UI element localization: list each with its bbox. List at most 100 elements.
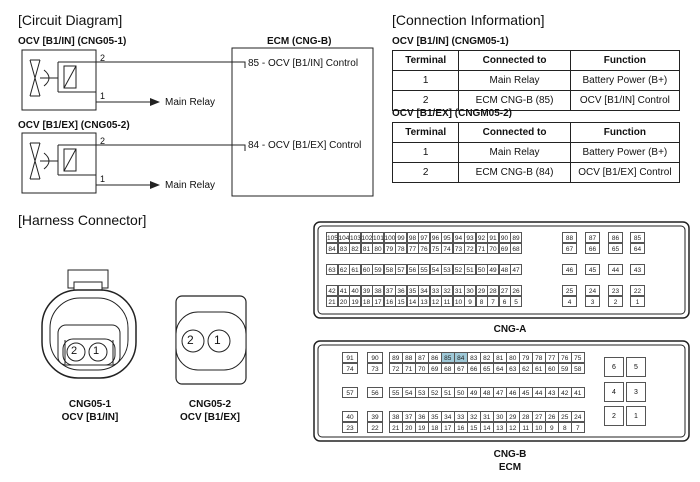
connector-pin-57: 57 xyxy=(342,387,358,398)
connector-pin-80: 80 xyxy=(372,243,384,254)
connector-pin-61: 61 xyxy=(349,264,361,275)
connector-pin-59: 59 xyxy=(558,363,572,374)
connector-pin-53: 53 xyxy=(415,387,429,398)
table-header: Connected to xyxy=(458,122,571,143)
connector-pin-56: 56 xyxy=(406,264,419,275)
circuit-title: [Circuit Diagram] xyxy=(18,12,123,28)
connector-pin-22: 22 xyxy=(630,285,645,296)
connector-pin-1: 1 xyxy=(630,296,645,307)
connector-pin-63: 63 xyxy=(326,264,338,275)
connector-pin-12: 12 xyxy=(429,296,442,307)
connector-pin-54: 54 xyxy=(402,387,416,398)
connector-pin-79: 79 xyxy=(519,352,533,363)
connector-pin-62: 62 xyxy=(519,363,533,374)
table-cell: 2 xyxy=(391,162,460,183)
cng-b-sub: ECM xyxy=(498,462,522,473)
connector-pin-25: 25 xyxy=(558,411,572,422)
connector-pin-73: 73 xyxy=(367,363,383,374)
cng-b-label: CNG-B xyxy=(493,449,527,460)
connector-pin-36: 36 xyxy=(415,411,429,422)
connector-pin-30: 30 xyxy=(493,411,507,422)
connector-pin-13: 13 xyxy=(418,296,430,307)
connector-pin-14: 14 xyxy=(406,296,419,307)
connector-pin-39: 39 xyxy=(360,285,373,296)
connector-pin-31: 31 xyxy=(452,285,465,296)
connector-pin-3: 3 xyxy=(626,382,646,402)
connector-pin-70: 70 xyxy=(487,243,499,254)
connector-pin-12: 12 xyxy=(506,422,520,433)
connector-pin-66: 66 xyxy=(467,363,481,374)
connector-pin-100: 100 xyxy=(383,232,396,243)
cng05-2-name: CNG05-2 xyxy=(188,399,232,410)
cng05-1-pin-1: 1 xyxy=(93,345,100,357)
connector-pin-29: 29 xyxy=(475,285,488,296)
connector-pin-91: 91 xyxy=(342,352,358,363)
connector-pin-47: 47 xyxy=(493,387,507,398)
connector-pin-70: 70 xyxy=(415,363,429,374)
ecm-label: ECM (CNG-B) xyxy=(267,36,332,47)
connector-pin-42: 42 xyxy=(326,285,338,296)
connector-pin-4: 4 xyxy=(604,382,624,402)
connector-pin-103: 103 xyxy=(349,232,361,243)
connector-pin-95: 95 xyxy=(441,232,453,243)
connector-pin-68: 68 xyxy=(441,363,455,374)
connector-pin-9: 9 xyxy=(545,422,559,433)
connector-pin-75: 75 xyxy=(571,352,585,363)
cng05-1-name: CNG05-1 xyxy=(68,399,112,410)
connector-pin-15: 15 xyxy=(467,422,481,433)
connector-pin-7: 7 xyxy=(571,422,585,433)
connector-pin-45: 45 xyxy=(519,387,533,398)
connector-pin-29: 29 xyxy=(506,411,520,422)
connector-pin-6: 6 xyxy=(604,357,624,377)
connector-pin-64: 64 xyxy=(630,243,645,254)
main-relay-1: Main Relay xyxy=(165,97,216,108)
connector-pin-87: 87 xyxy=(415,352,429,363)
connector-pin-60: 60 xyxy=(360,264,373,275)
connector-pin-2: 2 xyxy=(604,406,624,426)
connector-pin-90: 90 xyxy=(498,232,511,243)
connector-pin-13: 13 xyxy=(493,422,507,433)
connector-pin-88: 88 xyxy=(562,232,577,243)
connector-pin-49: 49 xyxy=(467,387,481,398)
connector-pin-86: 86 xyxy=(428,352,442,363)
connector-pin-10: 10 xyxy=(452,296,465,307)
connector-pin-20: 20 xyxy=(337,296,350,307)
connector-pin-34: 34 xyxy=(441,411,455,422)
connector-pin-24: 24 xyxy=(571,411,585,422)
harness-title: [Harness Connector] xyxy=(18,212,147,228)
connector-pin-42: 42 xyxy=(558,387,572,398)
connector-pin-85: 85 xyxy=(441,352,455,363)
connector-pin-69: 69 xyxy=(428,363,442,374)
connector-pin-26: 26 xyxy=(545,411,559,422)
table-cell: ECM CNG-B (85) xyxy=(458,90,571,111)
connector-pin-8: 8 xyxy=(475,296,488,307)
connector-pin-34: 34 xyxy=(418,285,430,296)
connector-pin-69: 69 xyxy=(498,243,511,254)
connector-pin-27: 27 xyxy=(532,411,546,422)
connector-pin-24: 24 xyxy=(585,285,600,296)
connector-pin-37: 37 xyxy=(383,285,396,296)
connector-pin-72: 72 xyxy=(464,243,476,254)
connector-pin-81: 81 xyxy=(360,243,373,254)
connector-pin-50: 50 xyxy=(454,387,468,398)
connector-pin-27: 27 xyxy=(498,285,511,296)
connector-pin-48: 48 xyxy=(498,264,511,275)
connector-pin-15: 15 xyxy=(395,296,407,307)
connector-pin-51: 51 xyxy=(441,387,455,398)
cng05-1-pin-2: 2 xyxy=(71,345,78,357)
table-header: Function xyxy=(569,50,681,71)
table-cell: 1 xyxy=(391,70,460,91)
connector-pin-17: 17 xyxy=(441,422,455,433)
table-header: Terminal xyxy=(391,50,460,71)
connector-pin-9: 9 xyxy=(464,296,476,307)
table-cell: OCV [B1/EX] Control xyxy=(569,162,681,183)
connector-pin-86: 86 xyxy=(608,232,623,243)
connector-pin-58: 58 xyxy=(571,363,585,374)
connector-pin-57: 57 xyxy=(395,264,407,275)
connector-pin-40: 40 xyxy=(349,285,361,296)
connector-pin-22: 22 xyxy=(367,422,383,433)
